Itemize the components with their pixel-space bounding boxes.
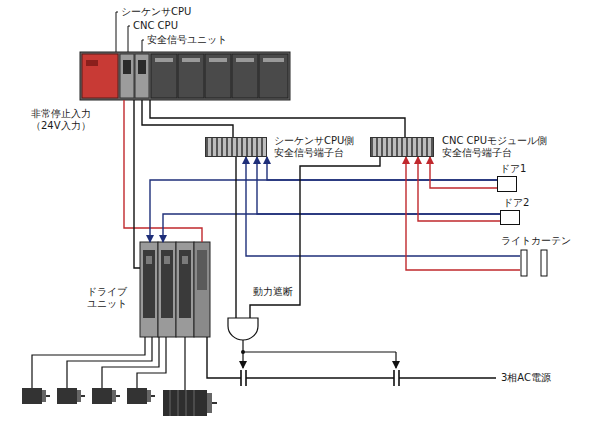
door-switch: ドア1 [497,176,517,192]
plc-rack [80,52,290,100]
connector [134,100,140,268]
connector [246,157,520,256]
node-label: 安全信号ユニット [146,34,228,46]
node-label: シーケンサCPU [120,6,192,18]
node-label: CNC CPUモジュール側 安全信号端子台 [441,135,561,159]
plc-rack: シーケンサCPUCNC CPU安全信号ユニット [80,52,290,100]
connector [163,214,500,242]
connector [418,157,500,221]
node-label: シーケンサCPU側 安全信号端子台 [273,135,355,159]
power-line [207,337,496,378]
node-label: ドライブ ユニット [86,286,128,310]
connector [235,157,236,318]
servo-motor [22,388,155,404]
node-label: ライトカーテン [500,235,572,247]
power-source-label: 3相AC電源 [500,372,552,384]
drive-unit [140,242,210,337]
drive-unit: ドライブ ユニット [140,242,210,337]
and-gate [228,318,258,340]
control-arrow [395,352,396,368]
motor-wire [32,337,185,390]
control-wire [243,340,396,352]
node-label: ドア1 [499,163,527,175]
node-label: ドア2 [502,197,530,209]
connector [267,157,497,180]
terminal-block: CNC CPUモジュール側 安全信号端子台 [370,137,434,157]
light-curtain-bar [521,250,527,276]
control-arrow [242,352,243,368]
connector [150,180,497,242]
node-label: CNC CPU [132,20,179,32]
power-cutoff-gate: 動力遮断 [228,318,258,340]
light-curtain: ライトカーテン [520,250,548,276]
connector [150,100,405,137]
signal-note: 非常停止入力 （24V入力） [30,108,92,132]
leader-line [116,12,144,52]
contactor-symbol [241,370,399,386]
connector [430,157,497,188]
spindle-motor [163,390,217,416]
door-switch: ドア2 [500,210,520,225]
connector [250,157,380,318]
terminal-block: シーケンサCPU側 安全信号端子台 [205,137,267,157]
node-label: 動力遮断 [252,286,294,298]
light-curtain-bar [541,250,547,276]
